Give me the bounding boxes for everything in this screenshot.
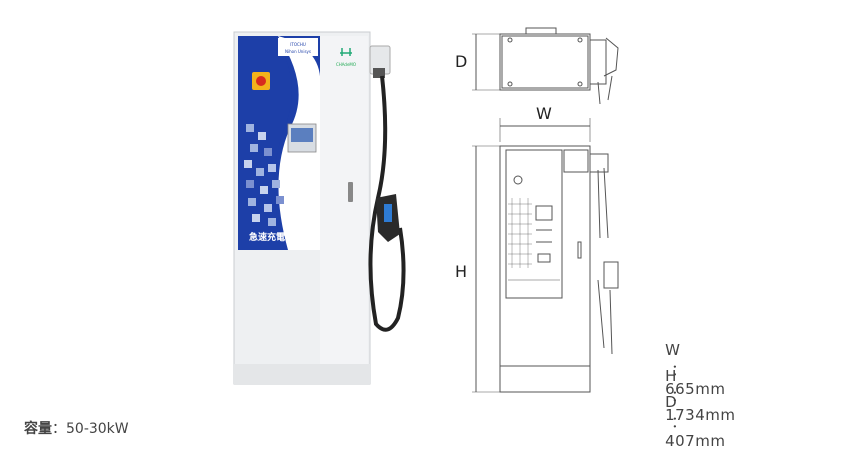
front-mosaic-grid (508, 198, 532, 268)
depth-label: D (455, 52, 468, 71)
spec-width: W ： 665mm (644, 323, 725, 416)
spec-sep: ： (671, 413, 687, 431)
spec-height: H ： 1734mm (644, 349, 735, 442)
brand-line2: Nihon Unisys (285, 49, 311, 54)
spec-sep: ： (671, 387, 687, 405)
spec-value: 407mm (665, 432, 726, 450)
chademo-logo-text: CHAdeMO (336, 62, 356, 67)
height-label: H (455, 262, 468, 281)
door-handle (348, 182, 353, 202)
top-view-body (499, 33, 591, 91)
chademo-logo-icon (340, 48, 352, 56)
spec-value: 665mm (665, 380, 726, 398)
spec-key: W (665, 341, 681, 359)
capacity-label: 容量 (24, 421, 52, 437)
capacity-sep: ： (52, 421, 66, 437)
spec-key: H (665, 367, 677, 385)
charging-cable (368, 75, 406, 332)
charger-photo: ITOCHU Nihon Unisys 急速充電設備 CHAdeMO (233, 31, 406, 385)
panel-title: 急速充電設備 (249, 231, 303, 243)
brand-line1: ITOCHU (290, 42, 306, 47)
capacity-caption: 容量：50-30kW (24, 418, 129, 438)
capacity-value: 50-30kW (66, 421, 129, 437)
spec-value: 1734mm (665, 406, 736, 424)
width-label: W (536, 104, 552, 123)
front-view-body (499, 145, 591, 393)
spec-depth: D ： 407mm (644, 375, 725, 468)
pixel-mosaic (244, 124, 284, 226)
spec-key: D (665, 393, 678, 411)
dimension-drawing (472, 27, 619, 393)
spec-sep: ： (671, 361, 687, 379)
